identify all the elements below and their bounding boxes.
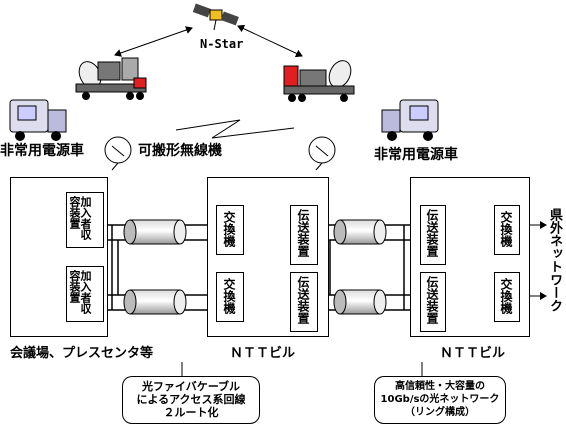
transmission-label: 伝送装置 (296, 209, 310, 257)
switch-box: 交換機 (494, 272, 520, 322)
external-network-label: 県外ネットワーク (547, 208, 562, 312)
note-line: 高信頼性・大容量の (395, 381, 485, 392)
switch-box: 交換機 (216, 205, 244, 255)
sat-link-left (114, 26, 193, 57)
power-car-left-label: 非常用電源車 (0, 143, 84, 159)
note-optical-network: 高信頼性・大容量の 10Gb/sの光ネットワーク （リング構成） (374, 376, 506, 424)
note-line: （リング構成） (405, 407, 475, 418)
switch-box: 交換機 (216, 272, 244, 322)
note-line: 光ファイバケーブル (141, 380, 241, 393)
transmission-label: 伝送装置 (425, 209, 439, 257)
power-van-left-icon (9, 99, 67, 141)
note-line: 10Gb/sの光ネットワーク (380, 394, 500, 405)
switch-label: 交換機 (499, 211, 513, 247)
note-line: によるアクセス系回線 (136, 393, 246, 406)
satellite-truck-left-icon (75, 57, 147, 100)
transmission-box: 伝送装置 (420, 205, 446, 265)
satellite-truck-right-icon (283, 60, 355, 102)
radio-link-zigzag (175, 119, 295, 139)
switch-label: 交換機 (499, 278, 513, 314)
satellite-icon (192, 3, 239, 31)
portable-dish-left-icon (104, 136, 132, 171)
power-van-right-icon (381, 99, 439, 141)
power-car-right-label: 非常用電源車 (374, 147, 458, 163)
portable-radio-label: 可搬形無線機 (138, 143, 222, 159)
subscriber-unit-upper: 加入者収容装置 (66, 192, 104, 248)
transmission-box: 伝送装置 (420, 272, 446, 332)
venue-label: 会議場、プレスセンタ等 (10, 346, 154, 361)
transmission-label: 伝送装置 (296, 276, 310, 324)
note-access-lines: 光ファイバケーブル によるアクセス系回線 ２ルート化 (122, 376, 260, 424)
satellite-label: N-Star (200, 37, 244, 51)
subscriber-unit-lower: 加入者収容装置 (66, 266, 104, 322)
ntt-building-2-label: ＮＴＴビル (440, 346, 506, 361)
transmission-box: 伝送装置 (290, 205, 318, 265)
switch-box: 交換機 (494, 205, 520, 255)
transmission-label: 伝送装置 (425, 276, 439, 324)
fiber-cable-cylinders (123, 219, 387, 315)
sat-link-right (237, 24, 303, 58)
subscriber-unit-label: 加入者収容装置 (68, 270, 92, 314)
note-line: ２ルート化 (163, 406, 219, 419)
ntt-building-1-label: ＮＴＴビル (230, 346, 296, 361)
switch-label: 交換機 (222, 211, 236, 247)
transmission-box: 伝送装置 (290, 272, 318, 332)
subscriber-unit-label: 加入者収容装置 (68, 196, 92, 240)
portable-dish-right-icon (308, 136, 336, 171)
switch-label: 交換機 (222, 278, 236, 314)
